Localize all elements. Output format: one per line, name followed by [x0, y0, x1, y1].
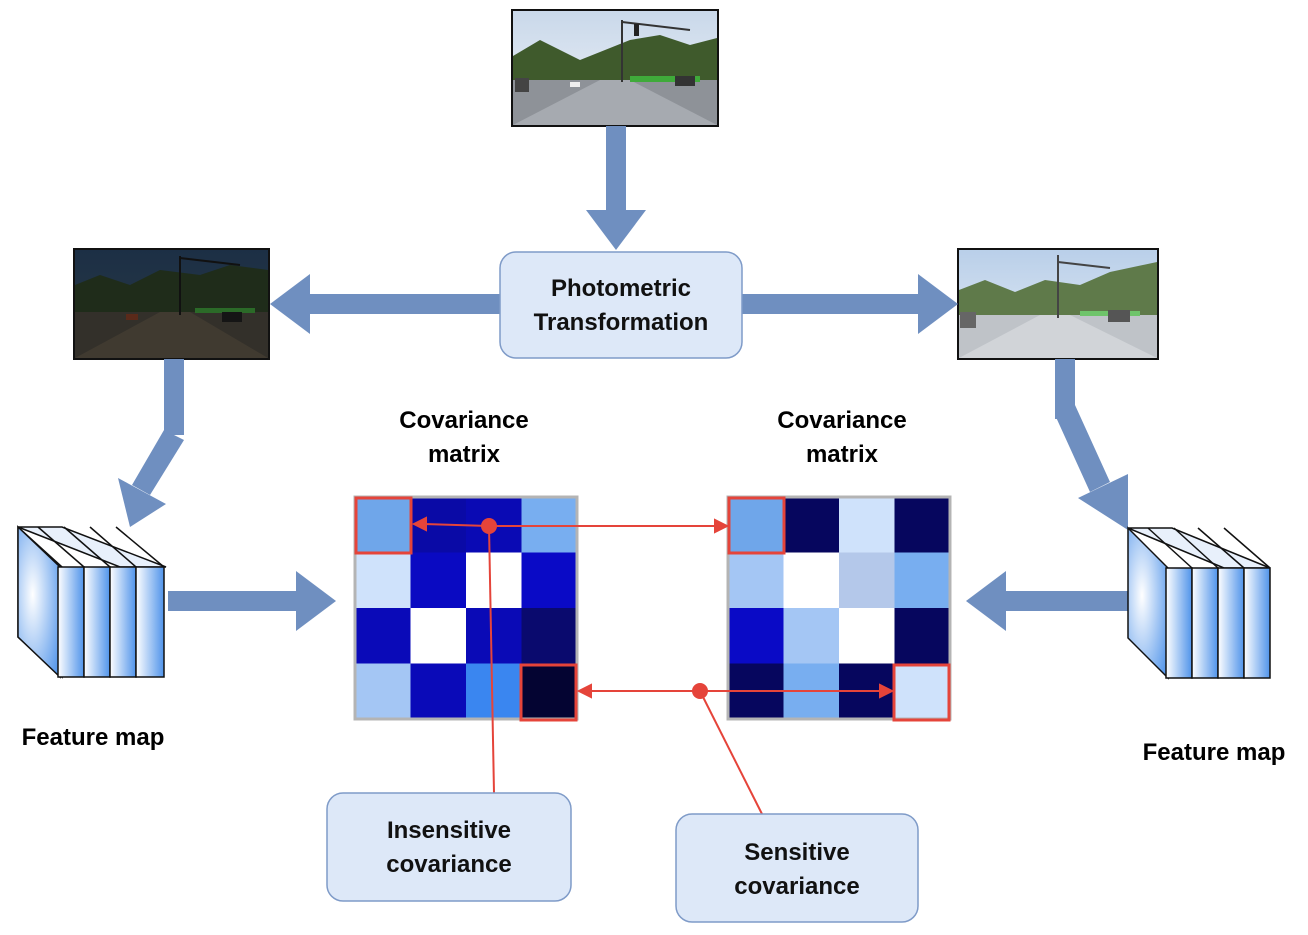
arrow-image-to-transform	[586, 126, 646, 250]
left-insensitive-highlight	[354, 496, 413, 555]
right-matrix-cell-r2-c1	[783, 608, 840, 664]
insensitive-line-1: Insensitive	[387, 817, 511, 844]
left-matrix-border	[353, 495, 579, 721]
connectors	[411, 516, 895, 815]
left-feature-map	[17, 525, 167, 679]
arrow-right-feature-to-matrix	[966, 571, 1128, 631]
left-cov-title-line-2: matrix	[428, 441, 501, 468]
insensitive-dot	[481, 518, 497, 534]
right-cov-title-line-1: Covariance	[777, 407, 906, 434]
left-matrix-cell-r3-c2	[466, 663, 522, 720]
transform-line-1: Photometric	[551, 275, 691, 302]
insensitive-line-2: covariance	[386, 851, 511, 878]
insensitive-line-left	[423, 523, 490, 527]
right-matrix-cell-r2-c3	[894, 608, 951, 664]
arrow-transform-to-left-image	[270, 274, 502, 334]
left-feature-map-label: Feature map	[22, 724, 165, 751]
left-cov-title-line-1: Covariance	[399, 407, 528, 434]
left-matrix-cell-r1-c3	[521, 552, 578, 609]
arrow-transform-to-right-image	[742, 274, 958, 334]
highlights	[354, 496, 951, 722]
right-matrix-cell-r3-c3	[894, 663, 951, 720]
arrow-left-feature-to-matrix	[168, 571, 336, 631]
insensitive-arrowhead-right	[714, 518, 730, 534]
left-matrix-cell-r3-c3	[521, 663, 578, 720]
arrow-right-image-to-feature-map	[1055, 359, 1128, 530]
sensitive-line-1: Sensitive	[744, 839, 849, 866]
insensitive-pointer	[488, 525, 495, 794]
sensitive-covariance-box: Sensitive covariance	[675, 813, 919, 923]
left-sensitive-highlight	[519, 663, 578, 722]
right-matrix-cell-r0-c2	[839, 497, 895, 553]
right-cov-title-line-2: matrix	[806, 441, 879, 468]
right-feature-map	[1127, 526, 1271, 680]
left-matrix-cell-r0-c0	[355, 497, 411, 553]
right-covariance-matrix	[726, 495, 952, 721]
arrows	[118, 126, 1128, 631]
right-matrix-cell-r1-c1	[783, 552, 840, 609]
arrow-left-image-to-feature-map	[118, 359, 184, 527]
right-matrix-cell-r1-c3	[894, 552, 951, 609]
right-matrix-cell-r1-c2	[839, 552, 895, 609]
left-matrix-cell-r3-c1	[410, 663, 467, 720]
left-covariance-matrix	[353, 495, 579, 721]
left-matrix-cell-r2-c1	[410, 608, 467, 664]
photometric-transformation-box: Photometric Transformation	[499, 251, 743, 359]
right-matrix-cell-r0-c1	[783, 497, 840, 553]
left-matrix-cell-r1-c0	[355, 552, 411, 609]
left-matrix-cell-r1-c1	[410, 552, 467, 609]
bright-road-image	[957, 248, 1159, 360]
dark-road-image	[73, 248, 270, 360]
left-matrix-cell-r3-c0	[355, 663, 411, 720]
transform-line-2: Transformation	[534, 309, 709, 336]
original-road-image	[511, 9, 719, 127]
sensitive-arrowhead-right	[879, 683, 895, 699]
sensitive-dot	[692, 683, 708, 699]
sensitive-line-2: covariance	[734, 873, 859, 900]
insensitive-covariance-box: Insensitive covariance	[326, 792, 572, 902]
sensitive-pointer	[699, 690, 763, 815]
right-matrix-cell-r0-c0	[728, 497, 784, 553]
left-matrix-cell-r2-c0	[355, 608, 411, 664]
right-feature-map-label: Feature map	[1143, 739, 1286, 766]
left-matrix-cell-r2-c3	[521, 608, 578, 664]
right-matrix-cell-r2-c0	[728, 608, 784, 664]
left-matrix-cell-r1-c2	[466, 552, 522, 609]
right-sensitive-highlight	[892, 663, 951, 722]
sensitive-arrowhead-left	[576, 683, 592, 699]
right-matrix-border	[726, 495, 952, 721]
right-matrix-cell-r0-c3	[894, 497, 951, 553]
right-insensitive-highlight	[727, 496, 786, 555]
left-matrix-cell-r2-c2	[466, 608, 522, 664]
insensitive-arrowhead-left	[411, 516, 427, 532]
right-matrix-cell-r2-c2	[839, 608, 895, 664]
right-matrix-cell-r1-c0	[728, 552, 784, 609]
